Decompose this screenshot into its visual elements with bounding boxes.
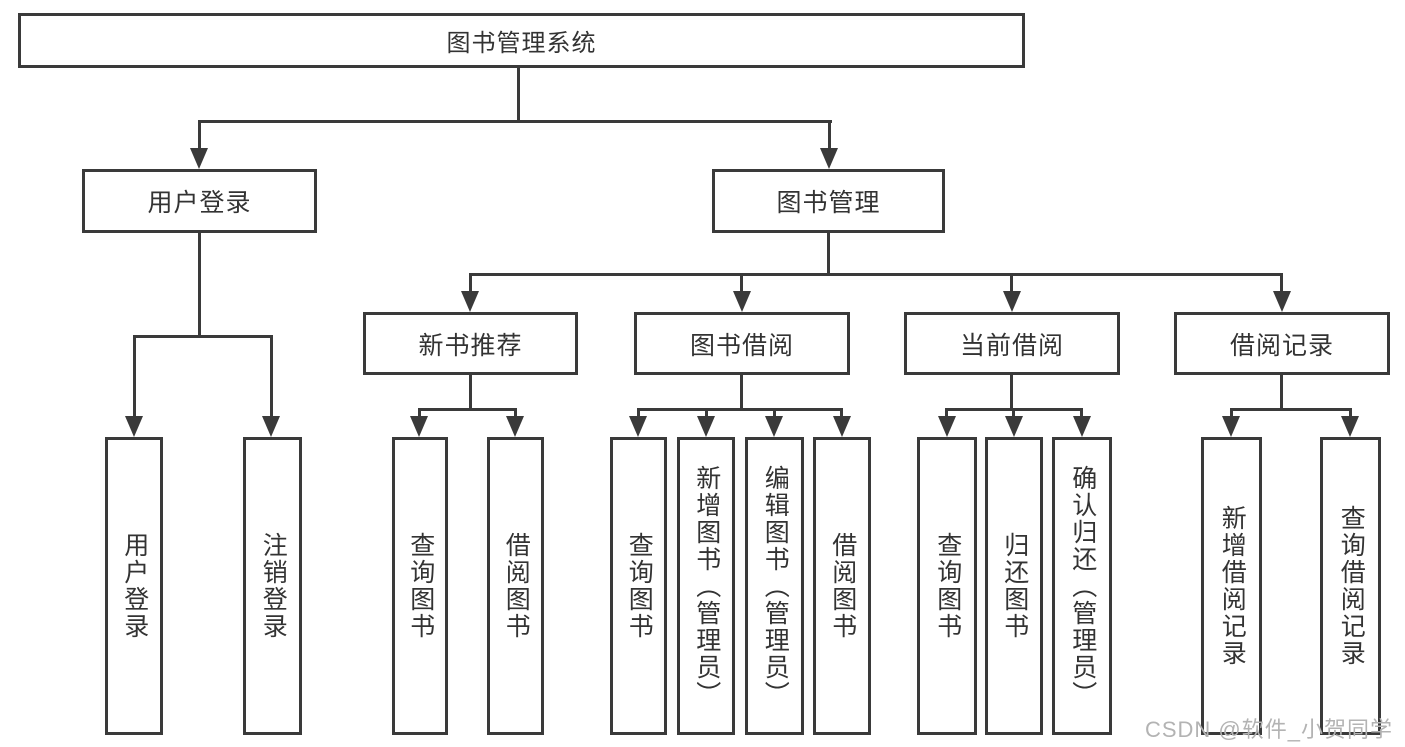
leaf-confirm-return-admin: 确认归还（管理员） [1052, 437, 1112, 735]
connector-recommend-drop-1 [418, 408, 421, 418]
node-current-borrow: 当前借阅 [904, 312, 1120, 375]
connector-current-drop-3 [1080, 408, 1083, 418]
arrow-down-icon [1005, 416, 1023, 437]
connector-root-stem [517, 68, 520, 120]
connector-userlogin-stem [198, 233, 201, 335]
connector-bookmgmt-rail [469, 273, 1282, 276]
arrow-down-icon [262, 416, 280, 437]
connector-bookmgmt-drop-3 [1010, 273, 1013, 293]
node-user-login: 用户登录 [82, 169, 317, 233]
leaf-borrow-books-recommend-label: 借阅图书 [502, 532, 531, 640]
arrow-down-icon [461, 291, 479, 312]
connector-recommend-rail [418, 408, 517, 411]
arrow-down-icon [1341, 416, 1359, 437]
arrow-down-icon [820, 148, 838, 169]
connector-borrow-drop-4 [840, 408, 843, 418]
node-user-login-label: 用户登录 [147, 189, 252, 217]
leaf-add-borrow-record-label: 新增借阅记录 [1218, 505, 1247, 667]
arrow-down-icon [1073, 416, 1091, 437]
leaf-add-borrow-record: 新增借阅记录 [1201, 437, 1262, 735]
node-root-label: 图书管理系统 [446, 30, 597, 57]
arrow-down-icon [765, 416, 783, 437]
leaf-user-login-label: 用户登录 [120, 532, 149, 640]
connector-bookmgmt-drop-4 [1280, 273, 1283, 293]
connector-borrow-drop-2 [705, 408, 708, 418]
leaf-confirm-return-admin-label: 确认归还（管理员） [1068, 464, 1097, 708]
node-new-book-recommend: 新书推荐 [363, 312, 578, 375]
connector-bookmgmt-stem [827, 233, 830, 273]
arrow-down-icon [629, 416, 647, 437]
leaf-return-books-label: 归还图书 [1000, 532, 1029, 640]
leaf-query-borrow-record: 查询借阅记录 [1320, 437, 1381, 735]
leaf-query-books-recommend-label: 查询图书 [406, 532, 435, 640]
connector-borrow-rail [637, 408, 843, 411]
connector-current-stem [1010, 375, 1013, 408]
leaf-edit-book-admin-label: 编辑图书（管理员） [761, 464, 790, 708]
connector-recommend-drop-2 [514, 408, 517, 418]
arrow-down-icon [1003, 291, 1021, 312]
node-borrow-records: 借阅记录 [1174, 312, 1390, 375]
watermark-text: CSDN @软件_小贺同学 [1144, 717, 1393, 742]
connector-borrow-stem [740, 375, 743, 408]
arrow-down-icon [506, 416, 524, 437]
leaf-query-books-borrow: 查询图书 [610, 437, 667, 735]
arrow-down-icon [1273, 291, 1291, 312]
connector-borrow-drop-3 [773, 408, 776, 418]
arrow-down-icon [410, 416, 428, 437]
node-borrow-records-label: 借阅记录 [1229, 331, 1334, 360]
arrow-down-icon [125, 416, 143, 437]
leaf-query-books-current: 查询图书 [917, 437, 977, 735]
node-current-borrow-label: 当前借阅 [959, 331, 1064, 360]
connector-current-drop-1 [945, 408, 948, 418]
leaf-add-book-admin-label: 新增图书（管理员） [692, 464, 721, 708]
connector-userlogin-rail [133, 335, 273, 338]
leaf-borrow-books-borrow-label: 借阅图书 [828, 532, 857, 640]
leaf-return-books: 归还图书 [985, 437, 1043, 735]
leaf-query-books-borrow-label: 查询图书 [625, 532, 654, 640]
node-book-borrow: 图书借阅 [634, 312, 850, 375]
connector-records-drop-1 [1230, 408, 1233, 418]
leaf-user-login: 用户登录 [105, 437, 163, 735]
connector-recommend-stem [469, 375, 472, 408]
arrow-down-icon [833, 416, 851, 437]
node-book-borrow-label: 图书借阅 [689, 331, 794, 360]
connector-bookmgmt-drop-1 [469, 273, 472, 293]
leaf-query-books-current-label: 查询图书 [933, 532, 962, 640]
leaf-add-book-admin: 新增图书（管理员） [677, 437, 735, 735]
leaf-query-books-recommend: 查询图书 [392, 437, 448, 735]
leaf-borrow-books-borrow: 借阅图书 [813, 437, 871, 735]
connector-userlogin-drop-1 [133, 335, 136, 419]
connector-bookmgmt-drop-2 [740, 273, 743, 293]
arrow-down-icon [697, 416, 715, 437]
connector-records-stem [1280, 375, 1283, 408]
connector-root-rail [198, 120, 832, 123]
node-book-management-label: 图书管理 [776, 189, 881, 217]
leaf-borrow-books-recommend: 借阅图书 [487, 437, 544, 735]
arrow-down-icon [190, 148, 208, 169]
connector-userlogin-drop-2 [270, 335, 273, 419]
connector-root-drop-right [828, 120, 831, 152]
connector-current-drop-2 [1012, 408, 1015, 418]
connector-records-rail [1230, 408, 1352, 411]
connector-root-drop-left [198, 120, 201, 152]
arrow-down-icon [1222, 416, 1240, 437]
leaf-logout-label: 注销登录 [259, 532, 288, 640]
leaf-edit-book-admin: 编辑图书（管理员） [745, 437, 804, 735]
leaf-logout: 注销登录 [243, 437, 302, 735]
leaf-query-borrow-record-label: 查询借阅记录 [1337, 505, 1366, 667]
arrow-down-icon [733, 291, 751, 312]
connector-borrow-drop-1 [637, 408, 640, 418]
node-root: 图书管理系统 [18, 13, 1025, 68]
node-new-book-recommend-label: 新书推荐 [418, 331, 523, 360]
node-book-management: 图书管理 [712, 169, 945, 233]
connector-records-drop-2 [1349, 408, 1352, 418]
arrow-down-icon [938, 416, 956, 437]
